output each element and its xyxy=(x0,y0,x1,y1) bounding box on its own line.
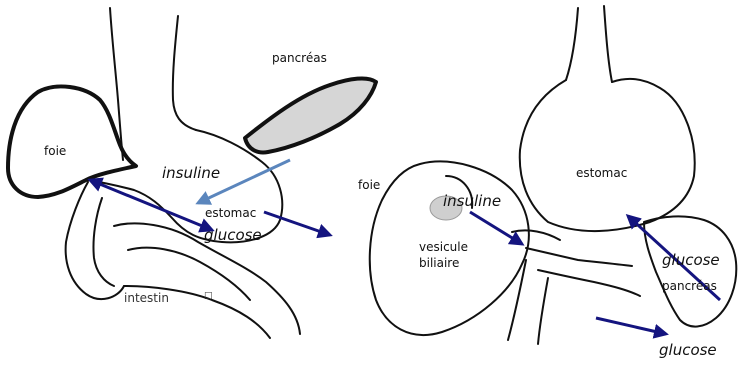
left-duodenum-outer xyxy=(93,198,114,286)
right-gallbladder-duct xyxy=(512,230,560,240)
left-pancreas-outline xyxy=(245,78,376,152)
left-glucose-label: glucose xyxy=(204,228,262,243)
right-panel xyxy=(370,6,737,344)
left-intestine-label: intestin xyxy=(124,292,169,304)
right-stomach-outline xyxy=(520,79,695,231)
right-gallbladder-label-line2: biliaire xyxy=(419,257,459,269)
right-duodenum-upper xyxy=(526,248,632,266)
left-insulin-label: insuline xyxy=(162,166,220,181)
right-insulin-arrow xyxy=(470,212,522,244)
left-liver-label: foie xyxy=(44,145,66,157)
right-esophagus-right-wall xyxy=(604,6,612,82)
right-duodenum-lower xyxy=(538,270,640,296)
right-glucose-out-arrow xyxy=(596,318,666,334)
right-glucose-label-2: glucose xyxy=(659,343,717,358)
right-esophagus-left-wall xyxy=(566,8,578,80)
left-glucose-out-arrow xyxy=(264,212,330,235)
right-glucose-label-1: glucose xyxy=(662,253,720,268)
right-gallbladder-label-line1: vesicule xyxy=(419,241,468,253)
left-liver-outline xyxy=(8,86,136,197)
left-glucose-arrow xyxy=(90,180,212,230)
right-liver-label: foie xyxy=(358,179,380,191)
left-intestine-marker: □ xyxy=(204,292,213,301)
right-insulin-label: insuline xyxy=(443,194,501,209)
left-pancreas-label: pancréas xyxy=(272,52,327,64)
left-stomach-label: estomac xyxy=(205,207,256,219)
left-esophagus-right-wall xyxy=(173,16,196,130)
left-duodenum-inner xyxy=(66,182,124,299)
right-intestine-right-wall xyxy=(538,278,548,344)
right-stomach-label: estomac xyxy=(576,167,627,179)
right-pancreas-label: pancréas xyxy=(662,280,717,292)
